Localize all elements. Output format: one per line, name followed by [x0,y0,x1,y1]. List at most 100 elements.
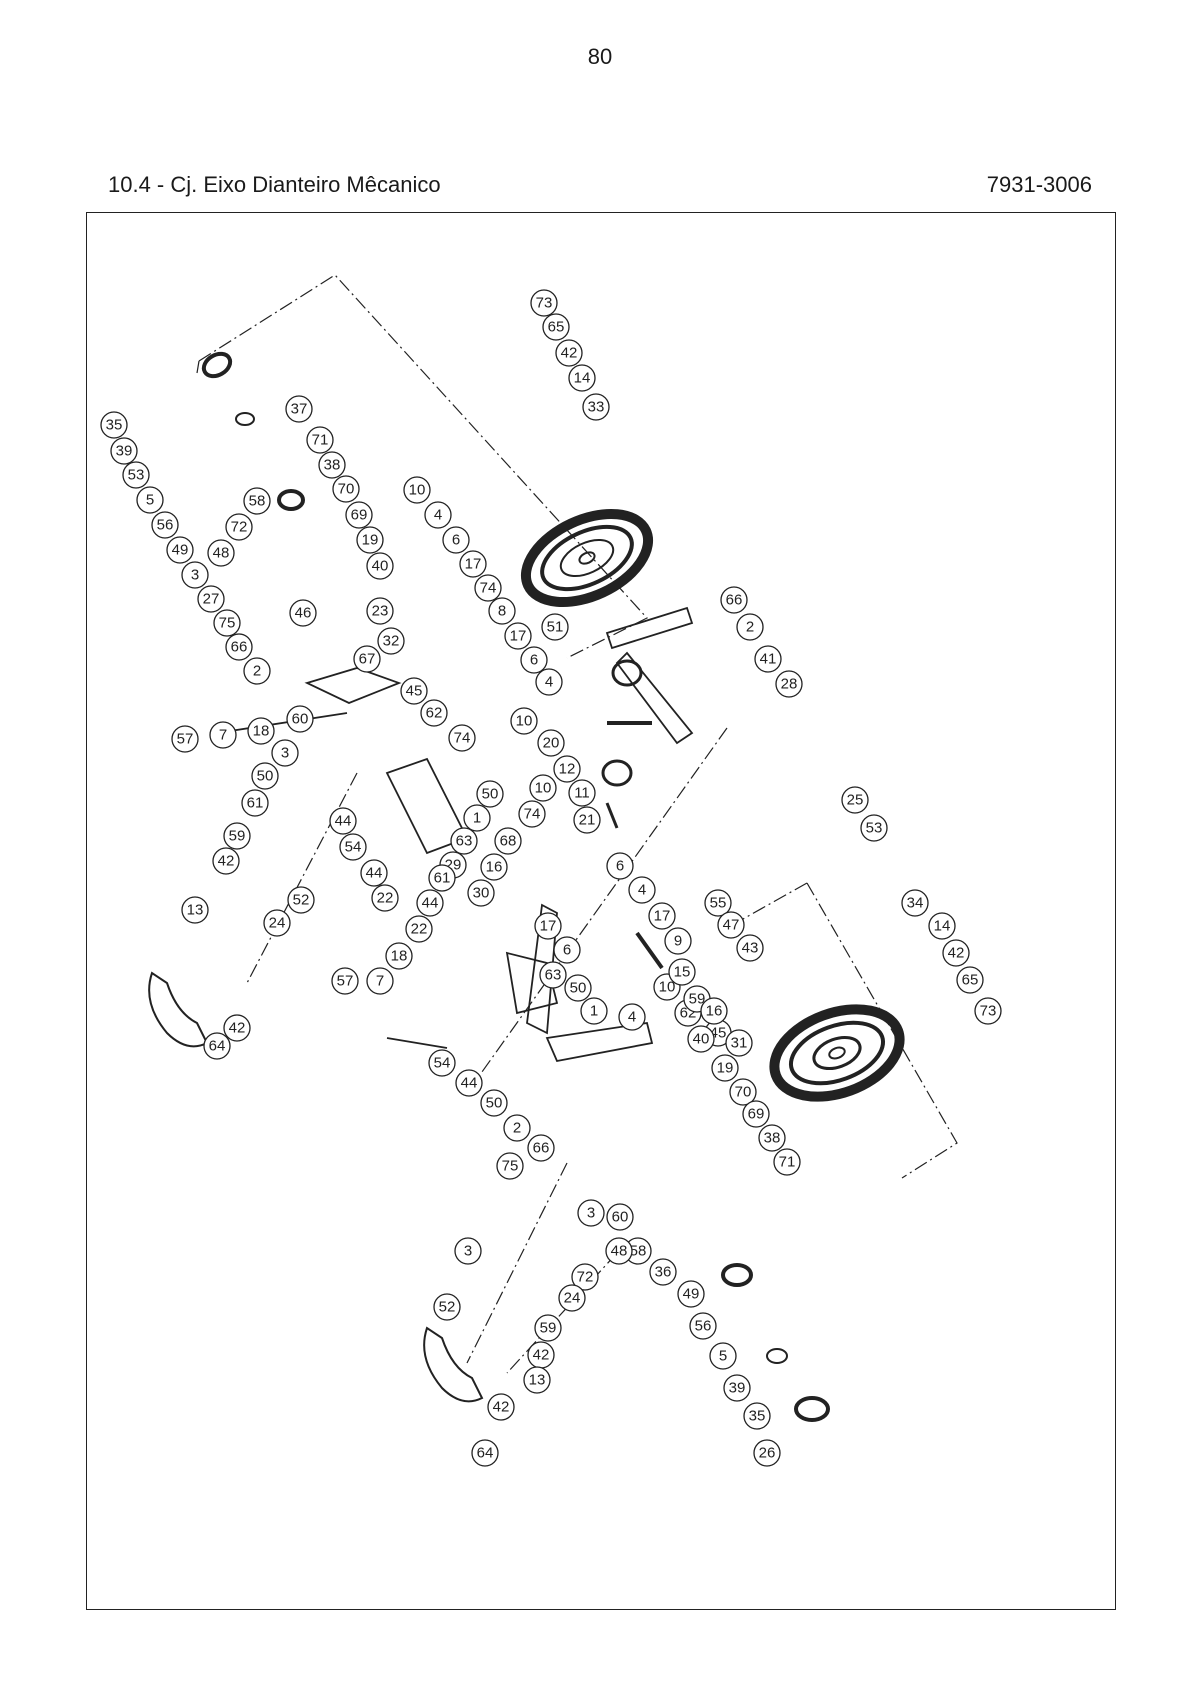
callout-circle [345,501,373,529]
callout-label: 1 [590,1003,598,1020]
callout-label: 56 [695,1318,712,1335]
callout-64: 64 [203,1032,231,1060]
callout-circle [605,1237,633,1265]
callout-label: 17 [540,918,557,935]
callout-70: 70 [332,475,360,503]
callout-5: 5 [709,1342,737,1370]
callout-label: 42 [561,345,578,362]
callout-label: 58 [630,1243,647,1260]
callout-circle [110,437,138,465]
callout-65: 65 [956,966,984,994]
callout-label: 57 [337,973,354,990]
callout-60: 60 [606,1203,634,1231]
callout-24: 24 [558,1284,586,1312]
callout-39: 39 [723,1374,751,1402]
callout-label: 74 [480,580,497,597]
callout-label: 63 [545,967,562,984]
callout-43: 43 [736,934,764,962]
callout-14: 14 [928,912,956,940]
callout-label: 11 [574,785,590,802]
callout-circle [459,550,487,578]
callout-circle [455,1069,483,1097]
callout-circle [709,1342,737,1370]
callout-3: 3 [271,739,299,767]
callout-circle [360,859,388,887]
callout-22: 22 [405,915,433,943]
callout-42: 42 [942,939,970,967]
callout-circle [454,1237,482,1265]
callout-6: 6 [606,852,634,880]
callout-circle [151,511,179,539]
callout-52: 52 [433,1293,461,1321]
axle-housing [216,606,694,1063]
callout-53: 53 [122,461,150,489]
callout-15: 15 [668,958,696,986]
callout-label: 32 [383,633,400,650]
callout-circle [223,822,251,850]
callout-46: 46 [289,599,317,627]
callout-42: 42 [223,1014,251,1042]
callout-label: 69 [351,507,368,524]
callout-4: 4 [535,668,563,696]
callout-13: 13 [181,896,209,924]
callout-50: 50 [251,762,279,790]
callout-60: 60 [286,705,314,733]
callout-label: 39 [116,443,133,460]
callout-label: 6 [563,942,571,959]
callout-label: 23 [372,603,389,620]
callout-circle [366,967,394,995]
callout-75: 75 [213,609,241,637]
callout-circle [725,1029,753,1057]
callout-label: 4 [628,1009,636,1026]
callout-label: 66 [726,592,743,609]
callout-circle [720,586,748,614]
callout-2: 2 [503,1114,531,1142]
callout-label: 44 [461,1075,478,1092]
callout-54: 54 [428,1049,456,1077]
callout-circle [442,526,470,554]
callout-circle [956,966,984,994]
callout-label: 22 [377,890,394,907]
callout-circle [251,762,279,790]
callout-circle [448,724,476,752]
callout-57: 57 [331,967,359,995]
callout-20: 20 [537,729,565,757]
callout-label: 14 [934,918,951,935]
callout-circle [474,574,502,602]
callout-label: 19 [717,1060,734,1077]
callout-circle [171,725,199,753]
callout-circle [356,526,384,554]
callout-circle [213,609,241,637]
callout-10: 10 [510,707,538,735]
callout-circle [371,884,399,912]
callout-circle [580,997,608,1025]
callout-59: 59 [534,1314,562,1342]
callout-circle [573,806,601,834]
callout-21: 21 [573,806,601,834]
callout-circle [243,487,271,515]
callout-circle [773,1148,801,1176]
callout-circle [743,1402,771,1430]
callout-label: 42 [493,1399,510,1416]
callout-circle [582,393,610,421]
callout-58: 58 [624,1237,652,1265]
callout-39: 39 [110,437,138,465]
callout-circle [542,313,570,341]
callout-18: 18 [385,942,413,970]
callout-37: 37 [285,395,313,423]
callout-31: 31 [725,1029,753,1057]
callout-circle [649,1258,677,1286]
callout-circle [558,1284,586,1312]
callout-label: 42 [229,1020,246,1037]
callout-1: 1 [580,997,608,1025]
callout-label: 75 [219,615,236,632]
callout-label: 45 [406,683,423,700]
callout-19: 19 [356,526,384,554]
callout-label: 63 [456,833,473,850]
callout-circle [306,426,334,454]
callout-42: 42 [527,1341,555,1369]
callout-circle [339,833,367,861]
callout-44: 44 [455,1069,483,1097]
callout-circle [424,501,452,529]
